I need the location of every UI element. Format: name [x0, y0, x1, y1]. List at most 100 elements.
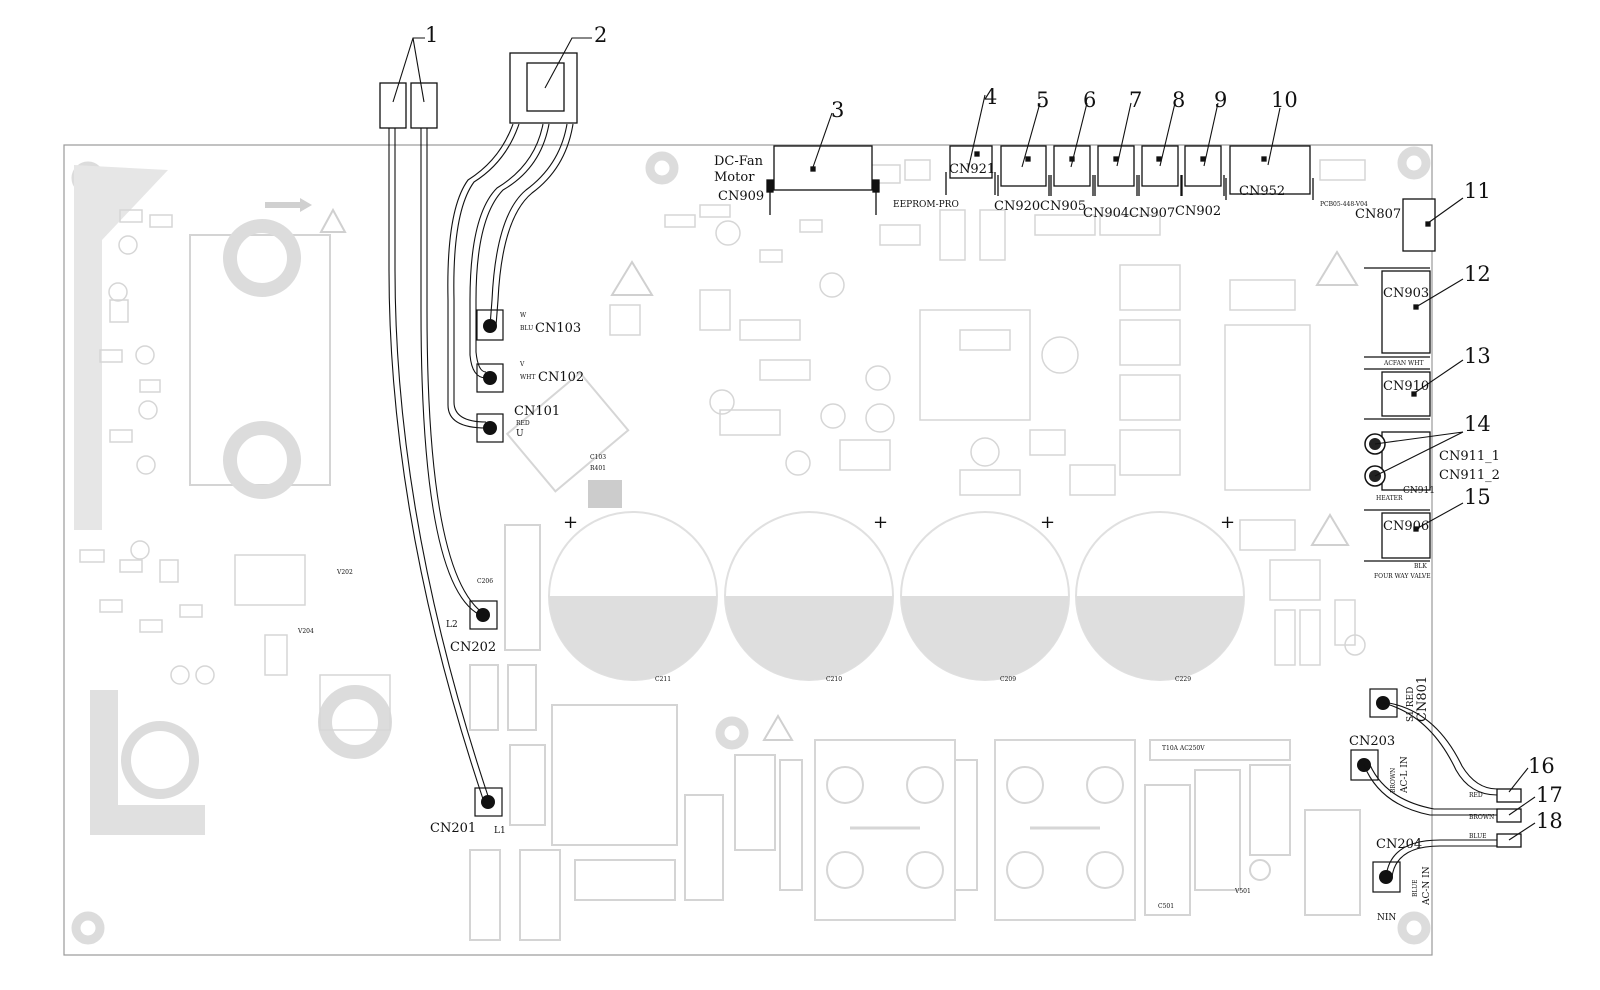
pin-labels: W BLU V WHT RED U L2 L1 S1 RED BROWN AC-… [446, 312, 1494, 906]
connector-cn910[interactable] [1364, 368, 1431, 420]
connector-cn904[interactable] [1094, 145, 1138, 196]
pin-blk: BLK [1414, 563, 1427, 570]
pin-wht: WHT [520, 374, 535, 381]
label-cn902: CN902 [1175, 204, 1221, 219]
pin-heater: HEATER [1376, 495, 1403, 502]
callout-4: 4 [984, 85, 997, 109]
warning-triangles [610, 250, 1359, 741]
terminal-pads [469, 309, 1401, 893]
capacitor-c210: + [724, 511, 894, 681]
top-connectors [766, 145, 1314, 215]
cap-c103-area: C103 R401 [505, 371, 630, 508]
callout-7: 7 [1129, 88, 1142, 112]
mark-v204: V204 [297, 628, 314, 635]
reactor-terminal-left [379, 82, 407, 129]
pin-u: U [516, 429, 524, 439]
label-cn204: CN204 [1376, 837, 1422, 852]
capacitor-c211: + [548, 511, 718, 681]
pin-s1-red: S1 RED [1406, 687, 1416, 722]
connector-cn921[interactable] [945, 145, 996, 195]
connector-cn906[interactable] [1364, 509, 1431, 562]
mark-v501: V501 [1234, 888, 1251, 895]
connector-cn909[interactable] [766, 145, 880, 215]
label-cn952: CN952 [1239, 184, 1285, 199]
callout-16: 16 [1528, 754, 1555, 778]
capacitor-c229: + [1075, 511, 1245, 681]
connector-cn902[interactable] [1181, 145, 1225, 196]
svg-text:+: + [563, 512, 578, 533]
wire-end-brown [1496, 808, 1522, 823]
svg-text:+: + [1220, 512, 1235, 533]
label-cn911: CN911 [1403, 486, 1435, 496]
callout-11: 11 [1464, 179, 1491, 203]
pin-blu: BLU [520, 325, 533, 332]
pcb-board: C103 R401 + + + [63, 144, 1433, 956]
connector-cn905[interactable] [1050, 145, 1094, 196]
mark-r401: R401 [590, 465, 606, 472]
wire-compressor-uvw [447, 123, 574, 429]
loose-terminals [379, 52, 1522, 848]
wire-tag-red: RED [1469, 792, 1483, 799]
pin-brown: BROWN [1390, 768, 1397, 793]
mark-c229: C229 [1175, 676, 1191, 683]
label-motor: Motor [714, 170, 755, 185]
mark-pcb-code: PCB05-448-V04 [1320, 201, 1368, 208]
label-cn203: CN203 [1349, 734, 1395, 749]
label-dc-fan: DC-Fan [714, 154, 764, 169]
label-cn911-1: CN911_1 [1439, 449, 1500, 464]
wire-cn801-red [1382, 702, 1498, 796]
terminal-cn102[interactable] [476, 363, 504, 393]
label-cn921: CN921 [949, 162, 995, 177]
connector-cn903[interactable] [1364, 267, 1431, 358]
label-cn920: CN920 [994, 199, 1040, 214]
capacitor-c209: + [900, 511, 1070, 681]
label-cn905: CN905 [1040, 199, 1086, 214]
svg-text:+: + [1040, 512, 1055, 533]
mark-c206: C206 [477, 578, 493, 585]
label-cn103: CN103 [535, 321, 581, 336]
callout-9: 9 [1214, 88, 1227, 112]
callout-17: 17 [1536, 783, 1563, 807]
pin-ac-l-in: AC-L IN [1400, 756, 1410, 794]
mark-c209: C209 [1000, 676, 1016, 683]
common-mode-chokes [814, 739, 1136, 921]
board-silkscreen-marks: C206 V202 V204 T10A AC250V C501 V501 NIN… [297, 200, 1396, 923]
power-module-area [74, 165, 392, 835]
terminal-cn201[interactable] [474, 787, 503, 817]
callout-3: 3 [831, 98, 844, 122]
wire-tag-brown: BROWN [1469, 814, 1494, 821]
label-cn911-2: CN911_2 [1439, 468, 1500, 483]
callout-5: 5 [1036, 88, 1049, 112]
label-cn801: CN801 [1415, 676, 1430, 722]
pin-v: V [519, 361, 525, 368]
callout-numbers: 1 2 3 4 5 6 7 8 9 10 11 12 13 14 15 16 1… [425, 23, 1563, 833]
mark-c501: C501 [1158, 903, 1174, 910]
wire-pair-reactor [388, 125, 491, 803]
callout-12: 12 [1464, 262, 1491, 286]
label-cn102: CN102 [538, 370, 584, 385]
pin-l1: L1 [494, 826, 506, 836]
leader-lines [392, 37, 1536, 841]
connector-cn807[interactable] [1402, 198, 1436, 252]
callout-14: 14 [1464, 412, 1491, 436]
small-components [79, 159, 1366, 731]
label-cn807: CN807 [1355, 207, 1401, 222]
wire-tag-blue: BLUE [1469, 833, 1487, 840]
mark-fuse: T10A AC250V [1162, 745, 1205, 752]
label-cn101: CN101 [514, 404, 560, 419]
label-cn909: CN909 [718, 189, 764, 204]
callout-8: 8 [1172, 88, 1185, 112]
filter-components [469, 524, 1361, 941]
label-cn201: CN201 [430, 821, 476, 836]
callout-15: 15 [1464, 485, 1491, 509]
connector-labels: DC-Fan Motor CN909 CN921 CN920 CN905 CN9… [430, 154, 1500, 852]
label-cn904: CN904 [1083, 206, 1129, 221]
pin-four-way-valve: FOUR WAY VALVE [1374, 573, 1431, 580]
callout-6: 6 [1083, 88, 1096, 112]
label-cn202: CN202 [450, 640, 496, 655]
mark-c103: C103 [590, 454, 606, 461]
connector-cn920[interactable] [997, 145, 1050, 196]
reactor-terminal-right [410, 82, 438, 129]
